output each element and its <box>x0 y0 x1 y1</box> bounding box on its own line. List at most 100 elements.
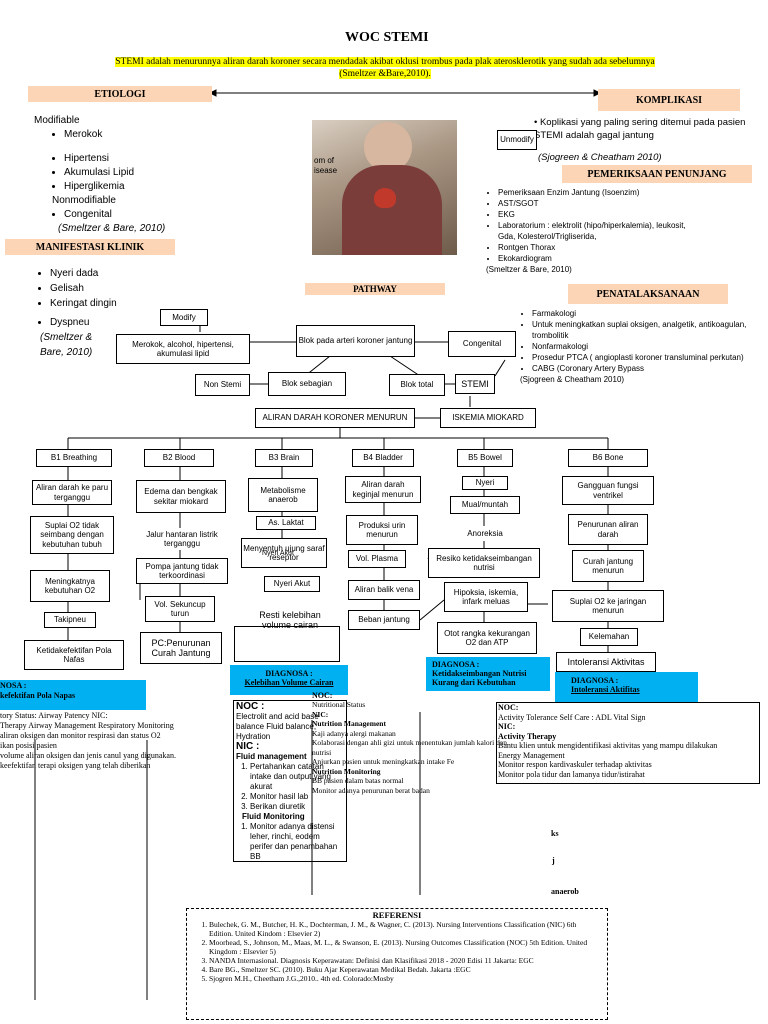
b4-step: Beban jantung <box>348 610 420 630</box>
b4-step: Aliran balik vena <box>348 580 420 600</box>
diag1-line: ikan posisi pasien <box>0 741 57 750</box>
b5-step: Resiko ketidakseimbangan nutrisi <box>428 548 540 578</box>
risk-factors-box: Merokok, alcohol, hipertensi, akumulasi … <box>116 334 250 364</box>
diag3-title-1: Ketidakseimbangan Nutrisi <box>432 669 527 678</box>
diag4-line: Bantu klien untuk mengidentifikasi aktiv… <box>498 741 718 750</box>
b2-step: Pompa jantung tidak terkoordinasi <box>136 558 228 584</box>
manifestasi-item: Keringat dingin <box>50 296 117 311</box>
diag4-line: Monitor pola tidur dan lamanya tidur/ist… <box>498 769 645 779</box>
diag4-content: NOC: Activity Tolerance Self Care : ADL … <box>498 703 756 779</box>
b2-step: Vol. Sekuncup turun <box>145 596 215 622</box>
penunjang-item: Ekokardiogram <box>498 253 691 264</box>
diag4-nic: NIC: <box>498 722 516 731</box>
diag1-noc: tory Status: Airway Patency NIC: <box>0 711 108 720</box>
manifestasi-source-2: Bare, 2010) <box>40 347 93 358</box>
diag2-nic-item: Pertahankan catatan intake dan output ya… <box>250 762 344 792</box>
b6-title: B6 Bone <box>568 449 648 467</box>
blok-total-box: Blok total <box>389 374 445 396</box>
penunjang-item: Laboratorium : elektrolit (hipo/hiperkal… <box>498 220 691 242</box>
stray-label: ks <box>551 829 559 838</box>
etiologi-item: Merokok <box>64 128 165 142</box>
b2-step: PC:Penurunan Curah Jantung <box>140 632 222 664</box>
diag3-line: Nutrition Monitoring <box>312 766 381 776</box>
b3-step: Nyeri Akut <box>264 576 320 592</box>
penatalaksanaan-item: Farmakologi <box>532 308 760 319</box>
diag1-line: keefektifan terapi oksigen yang telah di… <box>0 761 151 770</box>
diag4-label: DIAGNOSA : <box>571 676 619 685</box>
diag2-nic-title: Fluid management <box>236 752 307 761</box>
referensi-item: Bare BG., Smeltzer SC. (2010). Buku Ajar… <box>209 965 601 974</box>
diag3-content: Nutritional Status NIC: Nutrition Manage… <box>312 700 512 795</box>
penatalaksanaan-list: Farmakologi Untuk meningkatkan suplai ok… <box>520 308 760 385</box>
b2-title: B2 Blood <box>144 449 214 467</box>
penatalaksanaan-item: CABG (Coronary Artery Bypass <box>532 363 760 374</box>
aliran-darah-box: ALIRAN DARAH KORONER MENURUN <box>255 408 415 428</box>
diag3-line: BB pasien dalam batas normal <box>312 776 404 785</box>
b4-step: Aliran darah keginjal menurun <box>345 476 421 503</box>
komplikasi-text-block: • Koplikasi yang paling sering ditemui p… <box>534 117 746 141</box>
stemi-box: STEMI <box>455 374 495 394</box>
penatalaksanaan-source: (Sjogreen & Cheatham 2010) <box>520 375 625 384</box>
diag2-nic-item: Monitor hasil lab <box>250 792 344 802</box>
manifestasi-title: MANIFESTASI KLINIK <box>5 239 175 255</box>
b1-step: Suplai O2 tidak seimbang dengan kebutuha… <box>30 516 114 554</box>
referensi-item: NANDA Internasional. Diagnosis Keperawat… <box>209 956 601 965</box>
blok-sebagian-box: Blok sebagian <box>268 372 346 396</box>
b1-title: B1 Breathing <box>36 449 112 467</box>
diag1-line: Therapy Airway Management Respiratory Mo… <box>0 721 174 730</box>
b3-title: B3 Brain <box>255 449 313 467</box>
b6-step: Curah jantung menurun <box>572 550 644 582</box>
diag3-label: DIAGNOSA : <box>432 660 480 669</box>
referensi-item: Bulechek, G. M., Butcher, H. K., Dochter… <box>209 920 601 938</box>
diag3-line: Anjurkan pasien untuk meningkatkan intak… <box>312 757 455 766</box>
diag3-nutrition-mgmt: Nutrition Management <box>312 719 386 728</box>
b2-step: Edema dan bengkak sekitar miokard <box>136 480 226 513</box>
etiologi-item: Hipertensi <box>64 152 165 166</box>
image-caption: om of isease <box>314 156 337 176</box>
diag1-title: kefektifan Pola Napas <box>0 691 76 700</box>
referensi-box: REFERENSI Bulechek, G. M., Butcher, H. K… <box>186 908 608 1020</box>
diag1-header <box>0 680 146 710</box>
penunjang-title: PEMERIKSAAN PENUNJANG <box>562 165 752 183</box>
diag4-box <box>496 702 760 784</box>
diag3-line: Monitor adanya penurunan berat badan <box>312 785 430 795</box>
b3-empty-box <box>234 626 340 662</box>
diag4-therapy: Activity Therapy <box>498 731 557 741</box>
page-title: WOC STEMI <box>345 30 429 45</box>
b6-step: Kelemahan <box>580 628 638 646</box>
penunjang-item: Rontgen Thorax <box>498 242 691 253</box>
b4-step: Vol. Plasma <box>348 550 406 568</box>
definition-line-1: STEMI adalah menurunnya aliran darah kor… <box>115 57 655 67</box>
diag2-label: DIAGNOSA : <box>265 669 313 678</box>
b6-step: Penurunan aliran darah <box>568 514 648 545</box>
manifestasi-item: Gelisah <box>50 281 117 296</box>
penunjang-item: AST/SGOT <box>498 198 691 209</box>
etiologi-section: Modifiable Merokok Hipertensi Akumulasi … <box>34 114 165 236</box>
b2-step: Jalur hantaran listrik terganggu <box>136 528 228 550</box>
diag2-nic-label: NIC : <box>236 741 260 752</box>
b1-step: Aliran darah ke paru terganggu <box>32 480 112 505</box>
diag2-content: NOC : Electrolit and acid base balance F… <box>236 702 344 862</box>
penunjang-list: Pemeriksaan Enzim Jantung (Isoenzim) AST… <box>486 187 691 275</box>
diag2-box <box>233 700 347 862</box>
diag1-line: aliran oksigen dan monitor respirasi dan… <box>0 731 161 740</box>
b5-step: Otot rangka kekurangan O2 dan ATP <box>437 622 537 654</box>
diag3-line: Kolaborasi dengan ahli gizi untuk menent… <box>312 738 507 757</box>
referensi-title: REFERENSI <box>372 910 422 920</box>
diag2-nic-item: Berikan diuretik <box>250 802 344 812</box>
diag2-noc-text: Electrolit and acid base balance Fluid b… <box>236 712 319 741</box>
etiologi-source: (Smeltzer & Bare, 2010) <box>58 223 166 234</box>
diag4-line: Monitor respon kardivaskuler terhadap ak… <box>498 760 652 769</box>
modify-box: Modify <box>160 309 208 326</box>
referensi-item: Sjogren M.H., Cheetham J.G.,2010.. 4th e… <box>209 974 601 983</box>
penatalaksanaan-item: Nonfarmakologi <box>532 341 760 352</box>
b3-step: As. Laktat <box>256 516 316 530</box>
diag1-label: NOSA : <box>0 681 27 690</box>
unmodify-box: Unmodify <box>497 130 537 150</box>
komplikasi-source: (Sjogreen & Cheatham 2010) <box>538 152 662 163</box>
b6-step: Intoleransi Aktivitas <box>556 652 656 672</box>
b1-step: Meningkatnya kebutuhan O2 <box>30 570 110 602</box>
b4-step: Produksi urin menurun <box>346 515 418 545</box>
definition-text: STEMI adalah menurunnya aliran darah kor… <box>70 56 700 81</box>
b3-step: Menyentuh ujung saraf reseptor <box>241 538 327 568</box>
